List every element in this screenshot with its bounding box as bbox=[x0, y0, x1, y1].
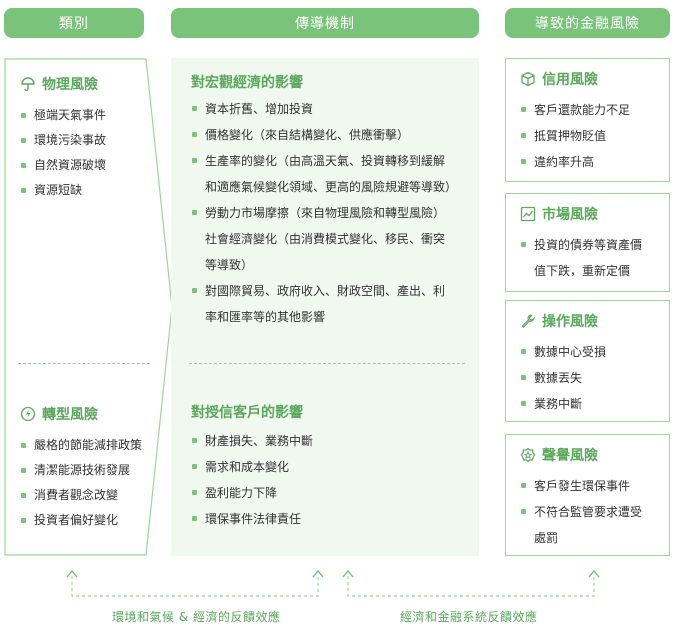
operational-risk-list: 數據中心受損 數據丟失 業務中斷 bbox=[520, 339, 657, 417]
macro-impact-section: 對宏觀經濟的影響 資本折舊、增加投資 價格變化（來自結構變化、供應衝擊） 生產率… bbox=[191, 72, 471, 330]
header-category: 類別 bbox=[4, 8, 144, 38]
operational-risk-title: 操作風險 bbox=[520, 311, 657, 331]
badge-icon bbox=[520, 447, 536, 463]
list-item: 對國際貿易、政府收入、財政空間、產出、利率和匯率等的其他影響 bbox=[191, 278, 471, 330]
operational-risk-label: 操作風險 bbox=[542, 314, 598, 330]
list-item: 清潔能源技術發展 bbox=[20, 461, 160, 479]
credit-risk-box: 信用風險 客戶還款能力不足 抵質押物貶值 違約率升高 bbox=[505, 58, 670, 182]
list-item: 環境污染事故 bbox=[20, 131, 160, 149]
list-item: 業務中斷 bbox=[520, 391, 657, 417]
reputation-risk-title: 聲譽風險 bbox=[520, 445, 657, 465]
header-mechanism: 傳導機制 bbox=[171, 8, 479, 38]
bolt-icon bbox=[20, 406, 36, 422]
list-item: 財產損失、業務中斷 bbox=[191, 428, 471, 454]
client-impact-list: 財產損失、業務中斷 需求和成本變化 盈利能力下降 環保事件法律責任 bbox=[191, 428, 471, 532]
mechanism-panel: 對宏觀經濟的影響 資本折舊、增加投資 價格變化（來自結構變化、供應衝擊） 生產率… bbox=[171, 58, 479, 556]
chart-icon bbox=[520, 206, 536, 222]
list-item: 環保事件法律責任 bbox=[191, 506, 471, 532]
reputation-risk-box: 聲譽風險 客戶發生環保事件 不符合監管要求遭受處罰 bbox=[505, 434, 670, 556]
list-item: 客戶發生環保事件 bbox=[520, 473, 657, 499]
arrow-up-icon bbox=[312, 569, 324, 578]
client-impact-section: 對授信客戶的影響 財產損失、業務中斷 需求和成本變化 盈利能力下降 環保事件法律… bbox=[191, 402, 471, 532]
list-item: 數據中心受損 bbox=[520, 339, 657, 365]
market-risk-label: 市場風險 bbox=[542, 207, 598, 223]
list-item: 違約率升高 bbox=[520, 149, 657, 175]
list-item: 勞動力市場摩擦（來自物理風險和轉型風險）社會經濟變化（由消費模式變化、移民、衝突… bbox=[191, 200, 471, 278]
credit-risk-list: 客戶還款能力不足 抵質押物貶值 違約率升高 bbox=[520, 97, 657, 175]
physical-risk-label: 物理風險 bbox=[42, 77, 98, 93]
chevron-border bbox=[4, 58, 173, 556]
client-impact-title: 對授信客戶的影響 bbox=[191, 405, 303, 421]
macro-impact-list: 資本折舊、增加投資 價格變化（來自結構變化、供應衝擊） 生產率的變化（由高溫天氣… bbox=[191, 96, 471, 330]
list-item: 需求和成本變化 bbox=[191, 454, 471, 480]
physical-risk-list: 極端天氣事件 環境污染事故 自然資源破壞 資源短缺 bbox=[20, 106, 160, 199]
wrench-icon bbox=[521, 314, 535, 328]
list-item: 客戶還款能力不足 bbox=[520, 97, 657, 123]
market-risk-list: 投資的債券等資產價值下跌，重新定價 bbox=[520, 232, 657, 284]
market-risk-title: 市場風險 bbox=[520, 204, 657, 224]
list-item: 消費者觀念改變 bbox=[20, 486, 160, 504]
list-item: 盈利能力下降 bbox=[191, 480, 471, 506]
list-item: 抵質押物貶值 bbox=[520, 123, 657, 149]
cube-icon bbox=[521, 71, 535, 87]
feedback-arrows bbox=[66, 569, 600, 597]
arrow-up-icon bbox=[342, 569, 354, 578]
category-panel: 物理風險 極端天氣事件 環境污染事故 自然資源破壞 資源短缺 轉型風險 嚴格的節… bbox=[4, 58, 174, 556]
macro-impact-title: 對宏觀經濟的影響 bbox=[191, 75, 303, 91]
list-item: 投資的債券等資產價值下跌，重新定價 bbox=[520, 232, 657, 284]
list-item: 嚴格的節能減排政策 bbox=[20, 436, 160, 454]
physical-risk-section: 物理風險 極端天氣事件 環境污染事故 自然資源破壞 資源短缺 bbox=[20, 74, 160, 206]
credit-risk-title: 信用風險 bbox=[520, 69, 657, 89]
section-divider bbox=[189, 363, 465, 364]
physical-risk-title: 物理風險 bbox=[20, 74, 160, 94]
feedback-econ-fin-label: 經濟和金融系統反饋效應 bbox=[400, 610, 538, 624]
list-item: 價格變化（來自結構變化、供應衝擊） bbox=[191, 122, 471, 148]
section-divider bbox=[18, 363, 150, 364]
list-item: 極端天氣事件 bbox=[20, 106, 160, 124]
list-item: 不符合監管要求遭受處罰 bbox=[520, 499, 657, 551]
header-financial-risk: 導致的金融風險 bbox=[505, 8, 670, 38]
list-item: 資本折舊、增加投資 bbox=[191, 96, 471, 122]
list-item: 數據丟失 bbox=[520, 365, 657, 391]
transition-risk-title: 轉型風險 bbox=[20, 404, 160, 424]
list-item: 生產率的變化（由高溫天氣、投資轉移到緩解和適應氣候變化領域、更高的風險規避等導致… bbox=[191, 148, 471, 200]
transition-risk-label: 轉型風險 bbox=[42, 407, 98, 423]
list-item: 投資者偏好變化 bbox=[20, 511, 160, 529]
arrow-up-icon bbox=[588, 569, 600, 578]
reputation-risk-list: 客戶發生環保事件 不符合監管要求遭受處罰 bbox=[520, 473, 657, 551]
reputation-risk-label: 聲譽風險 bbox=[542, 448, 598, 464]
market-risk-box: 市場風險 投資的債券等資產價值下跌，重新定價 bbox=[505, 193, 670, 292]
operational-risk-box: 操作風險 數據中心受損 數據丟失 業務中斷 bbox=[505, 300, 670, 422]
transition-risk-list: 嚴格的節能減排政策 清潔能源技術發展 消費者觀念改變 投資者偏好變化 bbox=[20, 436, 160, 529]
arrow-up-icon bbox=[66, 569, 78, 578]
credit-risk-label: 信用風險 bbox=[542, 72, 598, 88]
transition-risk-section: 轉型風險 嚴格的節能減排政策 清潔能源技術發展 消費者觀念改變 投資者偏好變化 bbox=[20, 404, 160, 536]
list-item: 資源短缺 bbox=[20, 181, 160, 199]
umbrella-icon bbox=[21, 77, 35, 92]
list-item: 自然資源破壞 bbox=[20, 156, 160, 174]
feedback-env-econ-label: 環境和氣候 & 經濟的反饋效應 bbox=[112, 610, 281, 624]
